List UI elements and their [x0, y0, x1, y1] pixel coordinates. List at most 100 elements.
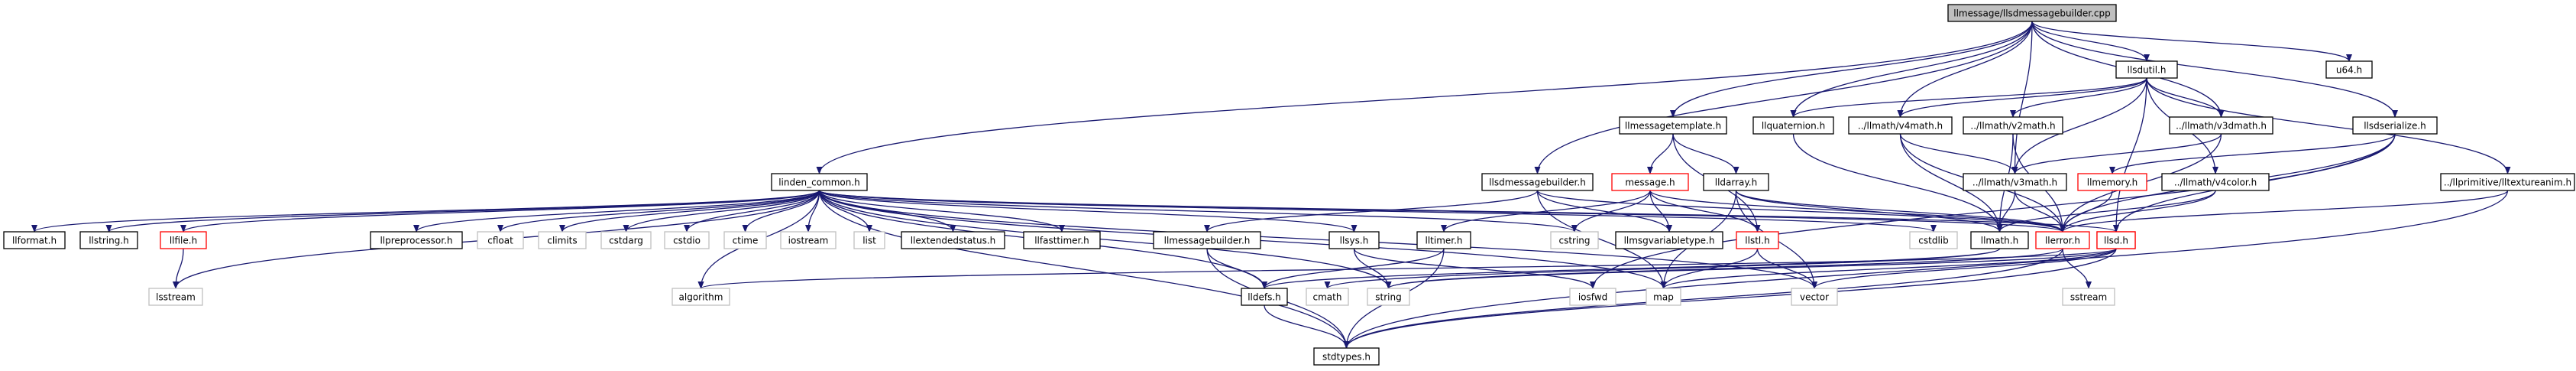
edge-llsdserialize-to-llmemory: [2109, 133, 2396, 174]
node-label-cstdlib: cstdlib: [1918, 236, 1948, 246]
edge-v3dmath-to-v3math: [2011, 133, 2222, 174]
node-llsd2[interactable]: llsd.h: [2096, 231, 2136, 249]
node-llmemory[interactable]: llmemory.h: [2077, 173, 2147, 191]
node-root[interactable]: llmessage/llsdmessagebuilder.cpp: [1947, 4, 2117, 22]
node-v3dmath[interactable]: ../llmath/v3dmath.h: [2169, 116, 2273, 135]
node-llfasttimer[interactable]: llfasttimer.h: [1023, 231, 1101, 249]
edge-linden_common-to-cstdio: [684, 190, 820, 233]
node-map[interactable]: map: [1646, 288, 1681, 306]
node-label-llmemory: llmemory.h: [2087, 177, 2138, 188]
edge-linden_common-to-cstring: [818, 190, 1578, 233]
node-box-stdtypes: [1313, 347, 1380, 366]
node-box-v3math: [1963, 173, 2067, 191]
edge-llsdutil-to-v3dmath: [2146, 77, 2225, 118]
node-box-llfile: [160, 231, 207, 249]
node-label-v4color: ../llmath/v4color.h: [2174, 177, 2257, 188]
node-box-lltimer: [1416, 231, 1471, 249]
edge-llmessagetemplate-to-message: [1647, 133, 1674, 174]
node-llmsgvariabletype[interactable]: llmsgvariabletype.h: [1615, 231, 1723, 249]
node-llquaternion[interactable]: llquaternion.h: [1752, 116, 1834, 135]
node-box-u64: [2325, 60, 2373, 79]
node-box-v4color: [2161, 173, 2270, 191]
node-v2math[interactable]: ../llmath/v2math.h: [1963, 116, 2063, 135]
node-u64[interactable]: u64.h: [2325, 60, 2373, 79]
edge-llerror-to-stdtypes: [1343, 248, 2063, 349]
node-box-llmessagetemplate: [1619, 116, 1727, 135]
node-label-vector: vector: [1800, 292, 1829, 303]
node-label-cstdio: cstdio: [673, 236, 701, 246]
node-vector[interactable]: vector: [1791, 288, 1838, 306]
node-llsdmessagebuilder_h[interactable]: llsdmessagebuilder.h: [1481, 173, 1594, 191]
node-llstring[interactable]: llstring.h: [79, 231, 138, 249]
edge-linden_common-to-vector: [818, 190, 1817, 289]
node-lldefs[interactable]: lldefs.h: [1241, 288, 1288, 306]
node-cmath[interactable]: cmath: [1306, 288, 1349, 306]
node-cfloat[interactable]: cfloat: [477, 231, 524, 249]
node-llerror[interactable]: llerror.h: [2035, 231, 2090, 249]
node-string[interactable]: string: [1367, 288, 1410, 306]
node-linden_common[interactable]: linden_common.h: [771, 173, 868, 191]
edge-lldefs-to-stdtypes: [1264, 304, 1350, 349]
node-sstream[interactable]: sstream: [2062, 288, 2115, 306]
edge-linden_common-to-stdtypes: [818, 190, 1350, 349]
node-v3math[interactable]: ../llmath/v3math.h: [1963, 173, 2067, 191]
node-label-cstring: cstring: [1558, 236, 1590, 246]
node-llstl[interactable]: llstl.h: [1736, 231, 1779, 249]
node-box-llextendedstatus: [901, 231, 1005, 249]
edge-root-to-v4math: [1897, 21, 2033, 118]
edge-llmath-to-lldefs: [1261, 248, 2001, 289]
node-llsdserialize[interactable]: llsdserialize.h: [2352, 116, 2438, 135]
edge-v4math-to-v3math: [1899, 133, 2018, 174]
edge-linden_common-to-cfloat: [497, 190, 820, 233]
node-list[interactable]: list: [853, 231, 885, 249]
edge-layer: [31, 21, 2511, 349]
node-label-v2math: ../llmath/v2math.h: [1970, 121, 2055, 132]
node-label-u64: u64.h: [2336, 65, 2362, 76]
node-llformat[interactable]: llformat.h: [3, 231, 66, 249]
node-algorithm[interactable]: algorithm: [672, 288, 730, 306]
node-stdtypes[interactable]: stdtypes.h: [1313, 347, 1380, 366]
node-llsdutil[interactable]: llsdutil.h: [2115, 60, 2178, 79]
edge-llsdutil-to-v2math: [2010, 77, 2147, 118]
node-cstdio[interactable]: cstdio: [664, 231, 710, 249]
node-box-cstdlib: [1909, 231, 1958, 249]
edge-linden_common-to-llfile: [180, 190, 820, 233]
node-box-llstring: [79, 231, 138, 249]
edge-llsd-to-stdtypes: [1343, 248, 2117, 349]
node-llextendedstatus[interactable]: llextendedstatus.h: [901, 231, 1005, 249]
node-box-llerror: [2035, 231, 2090, 249]
node-llmessagetemplate[interactable]: llmessagetemplate.h: [1619, 116, 1727, 135]
edge-root-to-llquaternion: [1790, 21, 2033, 118]
node-v4color[interactable]: ../llmath/v4color.h: [2161, 173, 2270, 191]
node-v4math[interactable]: ../llmath/v4math.h: [1848, 116, 1953, 135]
edge-llsdmessagebuilder_h-to-llmessagebuilder: [1204, 190, 1539, 233]
node-cstdarg[interactable]: cstdarg: [600, 231, 652, 249]
node-box-llquaternion: [1752, 116, 1834, 135]
node-llfile[interactable]: llfile.h: [160, 231, 207, 249]
node-cstring[interactable]: cstring: [1550, 231, 1599, 249]
node-llmath[interactable]: llmath.h: [1970, 231, 2029, 249]
node-box-lltextureanim: [2440, 173, 2575, 191]
node-box-llfasttimer: [1023, 231, 1101, 249]
node-iosfwd[interactable]: iosfwd: [1569, 288, 1616, 306]
node-lltimer[interactable]: lltimer.h: [1416, 231, 1471, 249]
edge-llsd-to-vector: [1811, 248, 2117, 289]
edge-root-to-llsdserialize: [2031, 21, 2398, 118]
node-llmessagebuilder[interactable]: llmessagebuilder.h: [1153, 231, 1261, 249]
node-label-lltextureanim: ../llprimitive/lltextureanim.h: [2444, 177, 2571, 188]
edge-root-to-llsdutil: [2031, 21, 2150, 62]
node-lsstream[interactable]: lsstream: [148, 288, 203, 306]
node-llpreprocessor[interactable]: llpreprocessor.h: [370, 231, 463, 249]
node-cstdlib[interactable]: cstdlib: [1909, 231, 1958, 249]
node-ctime[interactable]: ctime: [723, 231, 767, 249]
node-label-lsstream: lsstream: [156, 292, 196, 303]
node-box-map: [1646, 288, 1681, 306]
node-lldarray[interactable]: lldarray.h: [1703, 173, 1769, 191]
node-message[interactable]: message.h: [1611, 173, 1689, 191]
node-box-llpreprocessor: [370, 231, 463, 249]
node-lltextureanim[interactable]: ../llprimitive/lltextureanim.h: [2440, 173, 2575, 191]
node-llsys[interactable]: llsys.h: [1328, 231, 1380, 249]
node-iostream[interactable]: iostream: [780, 231, 837, 249]
node-climits[interactable]: climits: [538, 231, 587, 249]
node-box-llsdmessagebuilder_h: [1481, 173, 1594, 191]
